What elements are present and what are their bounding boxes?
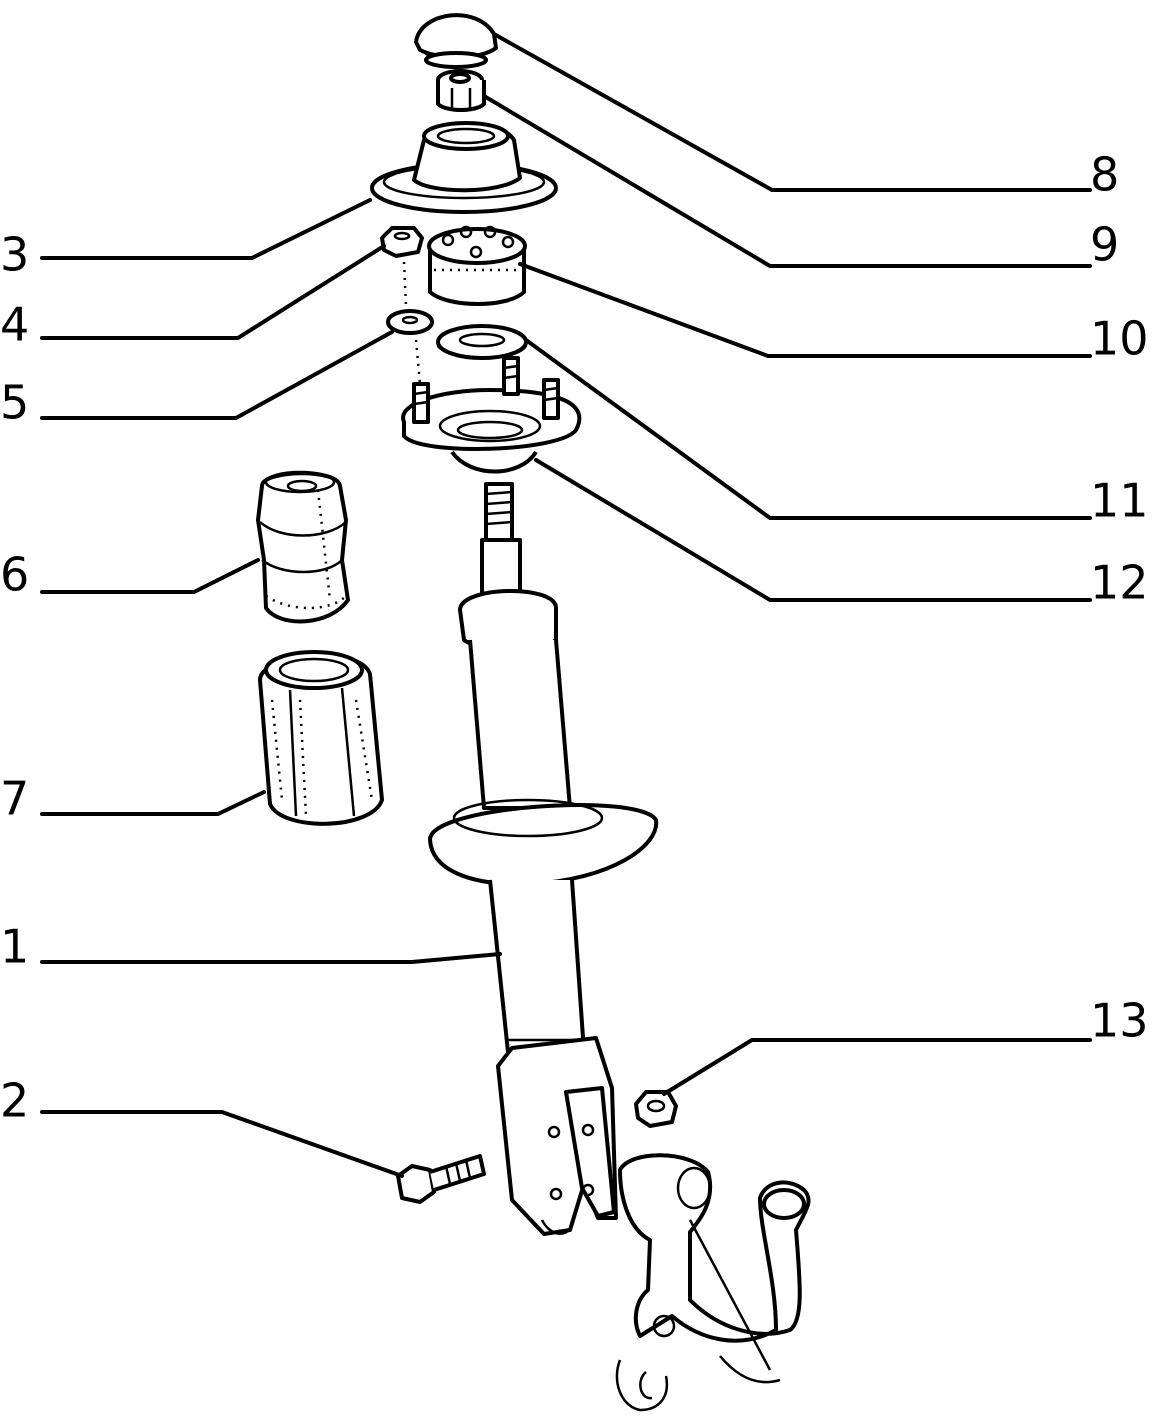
part-6-bump-stop bbox=[256, 470, 350, 624]
part-3-upper-mount bbox=[370, 121, 558, 214]
leader-3 bbox=[40, 198, 372, 260]
leader-7 bbox=[40, 790, 266, 816]
callout-3: 3 bbox=[0, 228, 29, 282]
part-13-lock-nut bbox=[634, 1090, 678, 1128]
callout-2: 2 bbox=[0, 1074, 29, 1128]
part-11-bearing-plate bbox=[436, 324, 528, 360]
callout-11: 11 bbox=[1090, 474, 1149, 528]
leader-6 bbox=[40, 558, 260, 594]
leader-12 bbox=[534, 458, 1092, 602]
callout-7: 7 bbox=[0, 772, 29, 826]
leader-8 bbox=[492, 32, 1092, 192]
steering-knuckle bbox=[615, 1153, 811, 1412]
callout-4: 4 bbox=[0, 298, 29, 352]
part-10-bushing bbox=[427, 225, 527, 306]
leader-9 bbox=[482, 94, 1092, 268]
leader-11 bbox=[524, 338, 1092, 520]
leader-4 bbox=[40, 244, 386, 340]
part-5-washer bbox=[386, 309, 434, 385]
part-2-bolt bbox=[396, 1154, 486, 1204]
callout-13: 13 bbox=[1090, 994, 1149, 1048]
part-1-shock-absorber bbox=[427, 482, 659, 1236]
part-7-dust-boot bbox=[258, 650, 384, 826]
leader-lines bbox=[40, 32, 1092, 1178]
callout-8: 8 bbox=[1090, 148, 1119, 202]
leader-13 bbox=[662, 1038, 1092, 1096]
callout-5: 5 bbox=[0, 376, 29, 430]
part-8-dust-cap bbox=[414, 13, 498, 69]
callout-12: 12 bbox=[1090, 556, 1149, 610]
callout-numbers: 3 4 5 6 7 1 2 8 9 10 11 12 13 bbox=[0, 148, 1149, 1128]
callout-10: 10 bbox=[1090, 312, 1149, 366]
leader-1 bbox=[40, 952, 502, 964]
callout-6: 6 bbox=[0, 548, 29, 602]
callout-1: 1 bbox=[0, 920, 29, 974]
part-4-nut bbox=[380, 226, 424, 307]
part-9-top-nut bbox=[436, 69, 486, 112]
leader-10 bbox=[518, 262, 1092, 358]
leader-2 bbox=[40, 1110, 404, 1178]
part-12-spring-seat-plate bbox=[401, 356, 582, 474]
leader-5 bbox=[40, 330, 394, 420]
callout-9: 9 bbox=[1090, 218, 1119, 272]
